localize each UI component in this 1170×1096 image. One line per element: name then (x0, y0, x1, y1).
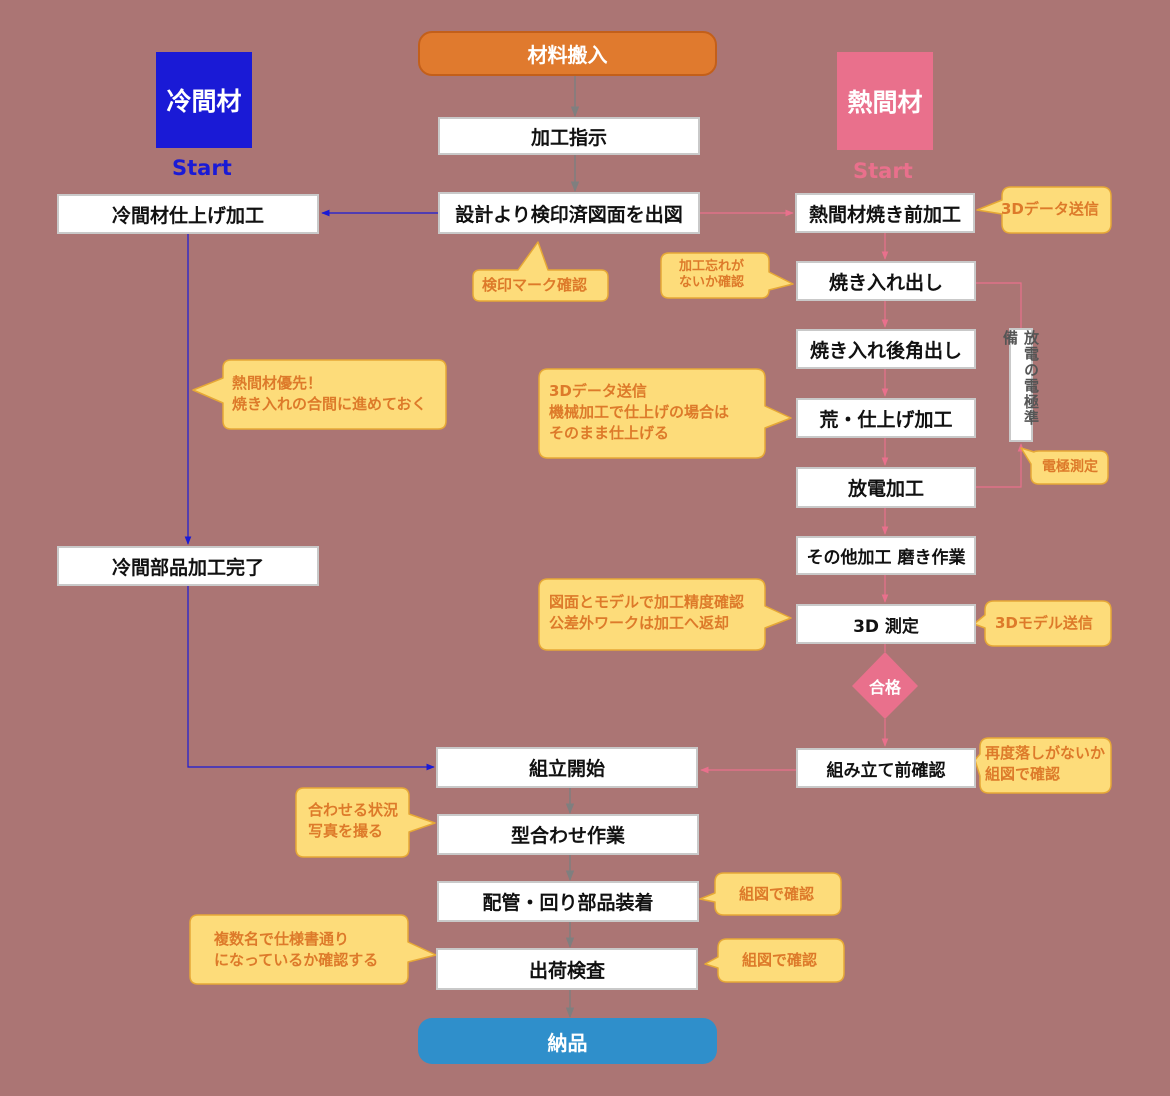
callout-hot-priority-line-1: 熱間材優先！ (232, 374, 323, 392)
delivery-pill: 納品 (418, 1018, 717, 1064)
callout-redrop-check-line-2: 組図で確認 (985, 765, 1061, 783)
callout-machine-finish: 3Dデータ送信 機械加工で仕上げの場合は そのまま仕上げる (549, 381, 729, 444)
callout-multi-person-line-2: になっているか確認する (214, 951, 379, 969)
other-processing-box: その他加工 磨き作業 (796, 536, 976, 575)
rough-finish-box: 荒・仕上げ加工 (796, 398, 976, 438)
callout-hot-priority-shape (192, 359, 447, 430)
hot-material-label: 熱間材 (837, 52, 933, 150)
corner-box: 焼き入れ後角出し (796, 329, 976, 369)
callout-machine-finish-line-3: そのまま仕上げる (549, 424, 670, 442)
callout-machine-finish-line-2: 機械加工で仕上げの場合は (549, 403, 730, 421)
instruction-box: 加工指示 (438, 117, 700, 155)
drawing-release-box: 設計より検印済図面を出図 (438, 192, 700, 234)
callout-machine-finish-line-1: 3Dデータ送信 (549, 382, 647, 400)
callout-forget-check-shape (660, 252, 794, 299)
callout-precision-check-shape (538, 578, 792, 651)
callout-precision-check-line-1: 図面とモデルで加工精度確認 (549, 593, 745, 611)
callout-photo-shape (295, 787, 436, 858)
electrode-prep-box: 放電の電極準備 (1001, 328, 1040, 442)
arrow-cold-complete-to-assembly (187, 586, 435, 771)
callout-send-3d-data-shape (976, 186, 1112, 234)
measure-3d-box: 3D 測定 (796, 604, 976, 644)
callout-forget-check-line-2: ないか確認 (679, 275, 745, 290)
pass-label: 合格 (868, 678, 901, 697)
callout-assembly-drawing-2: 組図で確認 (742, 951, 818, 969)
inspection-box: 出荷検査 (436, 948, 698, 990)
assembly-start-box: 組立開始 (436, 747, 698, 788)
callout-stamp-check-shape (472, 241, 609, 302)
pre-assembly-box: 組み立て前確認 (796, 748, 976, 788)
callout-photo-line-2: 写真を撮る (308, 822, 384, 840)
callout-electrode-measure-shape (1020, 447, 1109, 485)
callout-shapes (189, 186, 1112, 985)
callout-machine-finish-shape (538, 368, 792, 459)
callout-assembly-drawing-1: 組図で確認 (739, 885, 815, 903)
quench-box: 焼き入れ出し (796, 261, 976, 301)
mold-fitting-box: 型合わせ作業 (437, 814, 699, 855)
pass-diamond (852, 652, 918, 719)
callout-multi-person: 複数名で仕様書通り になっているか確認する (214, 929, 378, 971)
callout-redrop-check-shape (974, 737, 1112, 794)
hot-prequench-box: 熱間材焼き前加工 (795, 193, 975, 233)
cold-finish-box: 冷間材仕上げ加工 (57, 194, 319, 234)
piping-box: 配管・回り部品装着 (437, 881, 699, 922)
callout-assembly-drawing-1-shape (699, 872, 842, 916)
callout-photo: 合わせる状況 写真を撮る (308, 800, 398, 842)
callout-multi-person-line-1: 複数名で仕様書通り (214, 930, 350, 948)
callout-forget-check: 加工忘れが ないか確認 (679, 259, 744, 291)
callout-stamp-check: 検印マーク確認 (482, 276, 588, 294)
center-connectors (565, 76, 580, 1019)
start-pill: 材料搬入 (418, 31, 717, 76)
callout-multi-person-shape (189, 914, 437, 985)
callout-hot-priority-line-2: 焼き入れの合間に進めておく (232, 395, 427, 413)
callout-redrop-check-line-1: 再度落しがないか (985, 744, 1106, 762)
callout-send-3d-data: 3Dデータ送信 (1001, 200, 1099, 218)
callout-precision-check: 図面とモデルで加工精度確認 公差外ワークは加工へ返却 (549, 592, 744, 634)
callout-forget-check-line-1: 加工忘れが (679, 259, 745, 274)
callout-redrop-check: 再度落しがないか 組図で確認 (985, 743, 1105, 785)
callout-assembly-drawing-2-shape (704, 938, 845, 983)
callout-precision-check-line-2: 公差外ワークは加工へ返却 (549, 614, 730, 632)
electrode-return-line (976, 443, 1025, 488)
cold-complete-box: 冷間部品加工完了 (57, 546, 319, 586)
cold-connectors (184, 209, 438, 771)
cold-start-label: Start (172, 156, 232, 180)
edm-box: 放電加工 (796, 467, 976, 508)
callout-send-3d-model-shape (973, 600, 1112, 647)
electrode-prep-line (976, 282, 1022, 328)
callout-photo-line-1: 合わせる状況 (308, 801, 399, 819)
cold-material-label: 冷間材 (156, 52, 252, 148)
callout-send-3d-model: 3Dモデル送信 (995, 614, 1093, 632)
hot-start-label: Start (853, 159, 913, 183)
callout-hot-priority: 熱間材優先！ 焼き入れの合間に進めておく (232, 373, 427, 415)
hot-connectors (700, 209, 1025, 774)
callout-electrode-measure: 電極測定 (1042, 459, 1098, 475)
